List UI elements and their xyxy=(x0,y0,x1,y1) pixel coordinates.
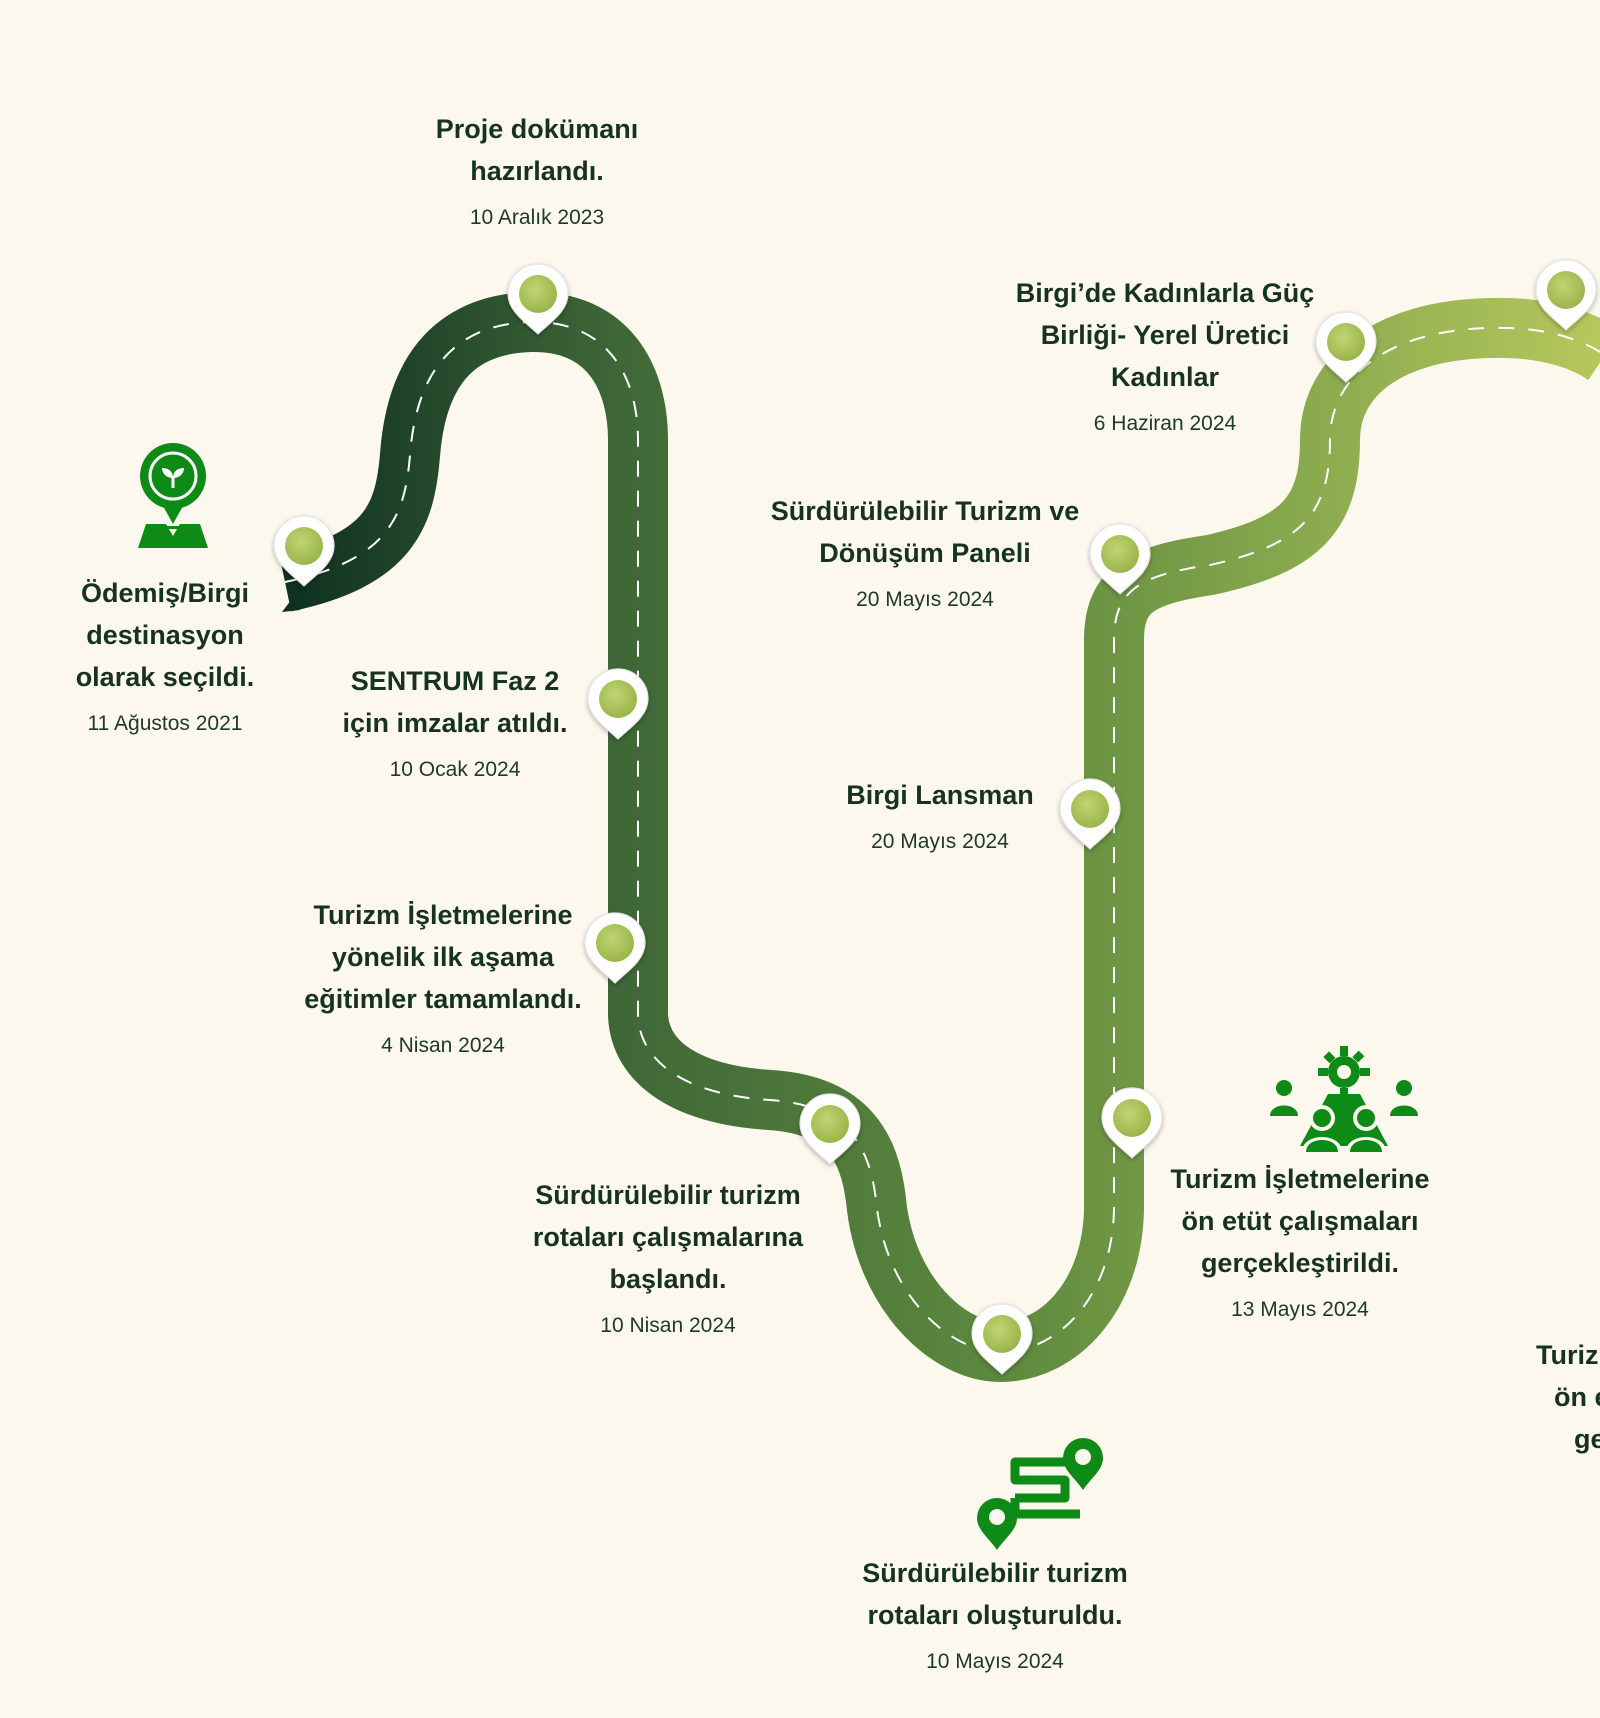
milestone-date: 20 Mayıs 2024 xyxy=(856,588,994,611)
milestone-title: Birgi’de Kadınlarla Güç Birliği- Yerel Ü… xyxy=(1015,278,1315,392)
milestone-label-1: Ödemiş/Birgi destinasyon olarak seçildi.… xyxy=(60,572,270,738)
milestone-title: Birgi Lansman xyxy=(846,780,1034,810)
milestone-label-7: Turizm İşletmelerine ön etüt çalışmaları… xyxy=(1160,1158,1440,1324)
milestone-label-3: SENTRUM Faz 2 için imzalar atıldı. 10 Oc… xyxy=(330,660,580,784)
milestone-title: Sürdürülebilir turizm rotaları çalışmala… xyxy=(532,1180,804,1294)
milestone-date: 10 Aralık 2023 xyxy=(469,206,605,229)
milestone-label-partial: Turiz ön e ge xyxy=(1536,1334,1600,1460)
team-gear-icon xyxy=(1270,1046,1418,1152)
milestone-title: SENTRUM Faz 2 için imzalar atıldı. xyxy=(342,666,568,738)
milestone-date: 13 Mayıs 2024 xyxy=(1231,1298,1369,1321)
milestone-label-8: Birgi Lansman 20 Mayıs 2024 xyxy=(820,774,1060,856)
milestone-label-4: Turizm İşletmelerine yönelik ilk aşama e… xyxy=(288,894,598,1060)
milestone-date: 10 Mayıs 2024 xyxy=(926,1650,1064,1673)
location-sprout-icon xyxy=(138,443,208,548)
milestone-label-2: Proje dokümanı hazırlandı. 10 Aralık 202… xyxy=(412,108,662,232)
milestone-date: 10 Ocak 2024 xyxy=(389,758,521,781)
milestone-title: Sürdürülebilir turizm rotaları oluşturul… xyxy=(862,1558,1128,1630)
milestone-date: 11 Ağustos 2021 xyxy=(87,712,243,735)
milestone-title: Ödemiş/Birgi destinasyon olarak seçildi. xyxy=(75,578,255,692)
milestone-date: 20 Mayıs 2024 xyxy=(871,830,1009,853)
milestone-label-9: Sürdürülebilir Turizm ve Dönüşüm Paneli … xyxy=(770,490,1080,614)
milestone-date: 4 Nisan 2024 xyxy=(381,1034,505,1057)
milestone-title: Proje dokümanı hazırlandı. xyxy=(435,114,639,186)
milestone-date: 10 Nisan 2024 xyxy=(600,1314,736,1337)
road-center-line xyxy=(284,320,1600,1354)
milestone-date: 6 Haziran 2024 xyxy=(1093,412,1237,435)
milestone-label-10: Birgi’de Kadınlarla Güç Birliği- Yerel Ü… xyxy=(1000,272,1330,438)
milestone-label-5: Sürdürülebilir turizm rotaları çalışmala… xyxy=(518,1174,818,1340)
partial-line-1: Turiz xyxy=(1536,1340,1599,1370)
milestone-title: Turizm İşletmelerine yönelik ilk aşama e… xyxy=(304,900,582,1014)
partial-line-3: ge xyxy=(1574,1424,1600,1454)
milestone-label-6: Sürdürülebilir turizm rotaları oluşturul… xyxy=(840,1552,1150,1676)
milestone-title: Turizm İşletmelerine ön etüt çalışmaları… xyxy=(1170,1164,1430,1278)
partial-line-2: ön e xyxy=(1554,1382,1600,1412)
route-map-icon xyxy=(977,1438,1103,1550)
milestone-title: Sürdürülebilir Turizm ve Dönüşüm Paneli xyxy=(770,496,1080,568)
